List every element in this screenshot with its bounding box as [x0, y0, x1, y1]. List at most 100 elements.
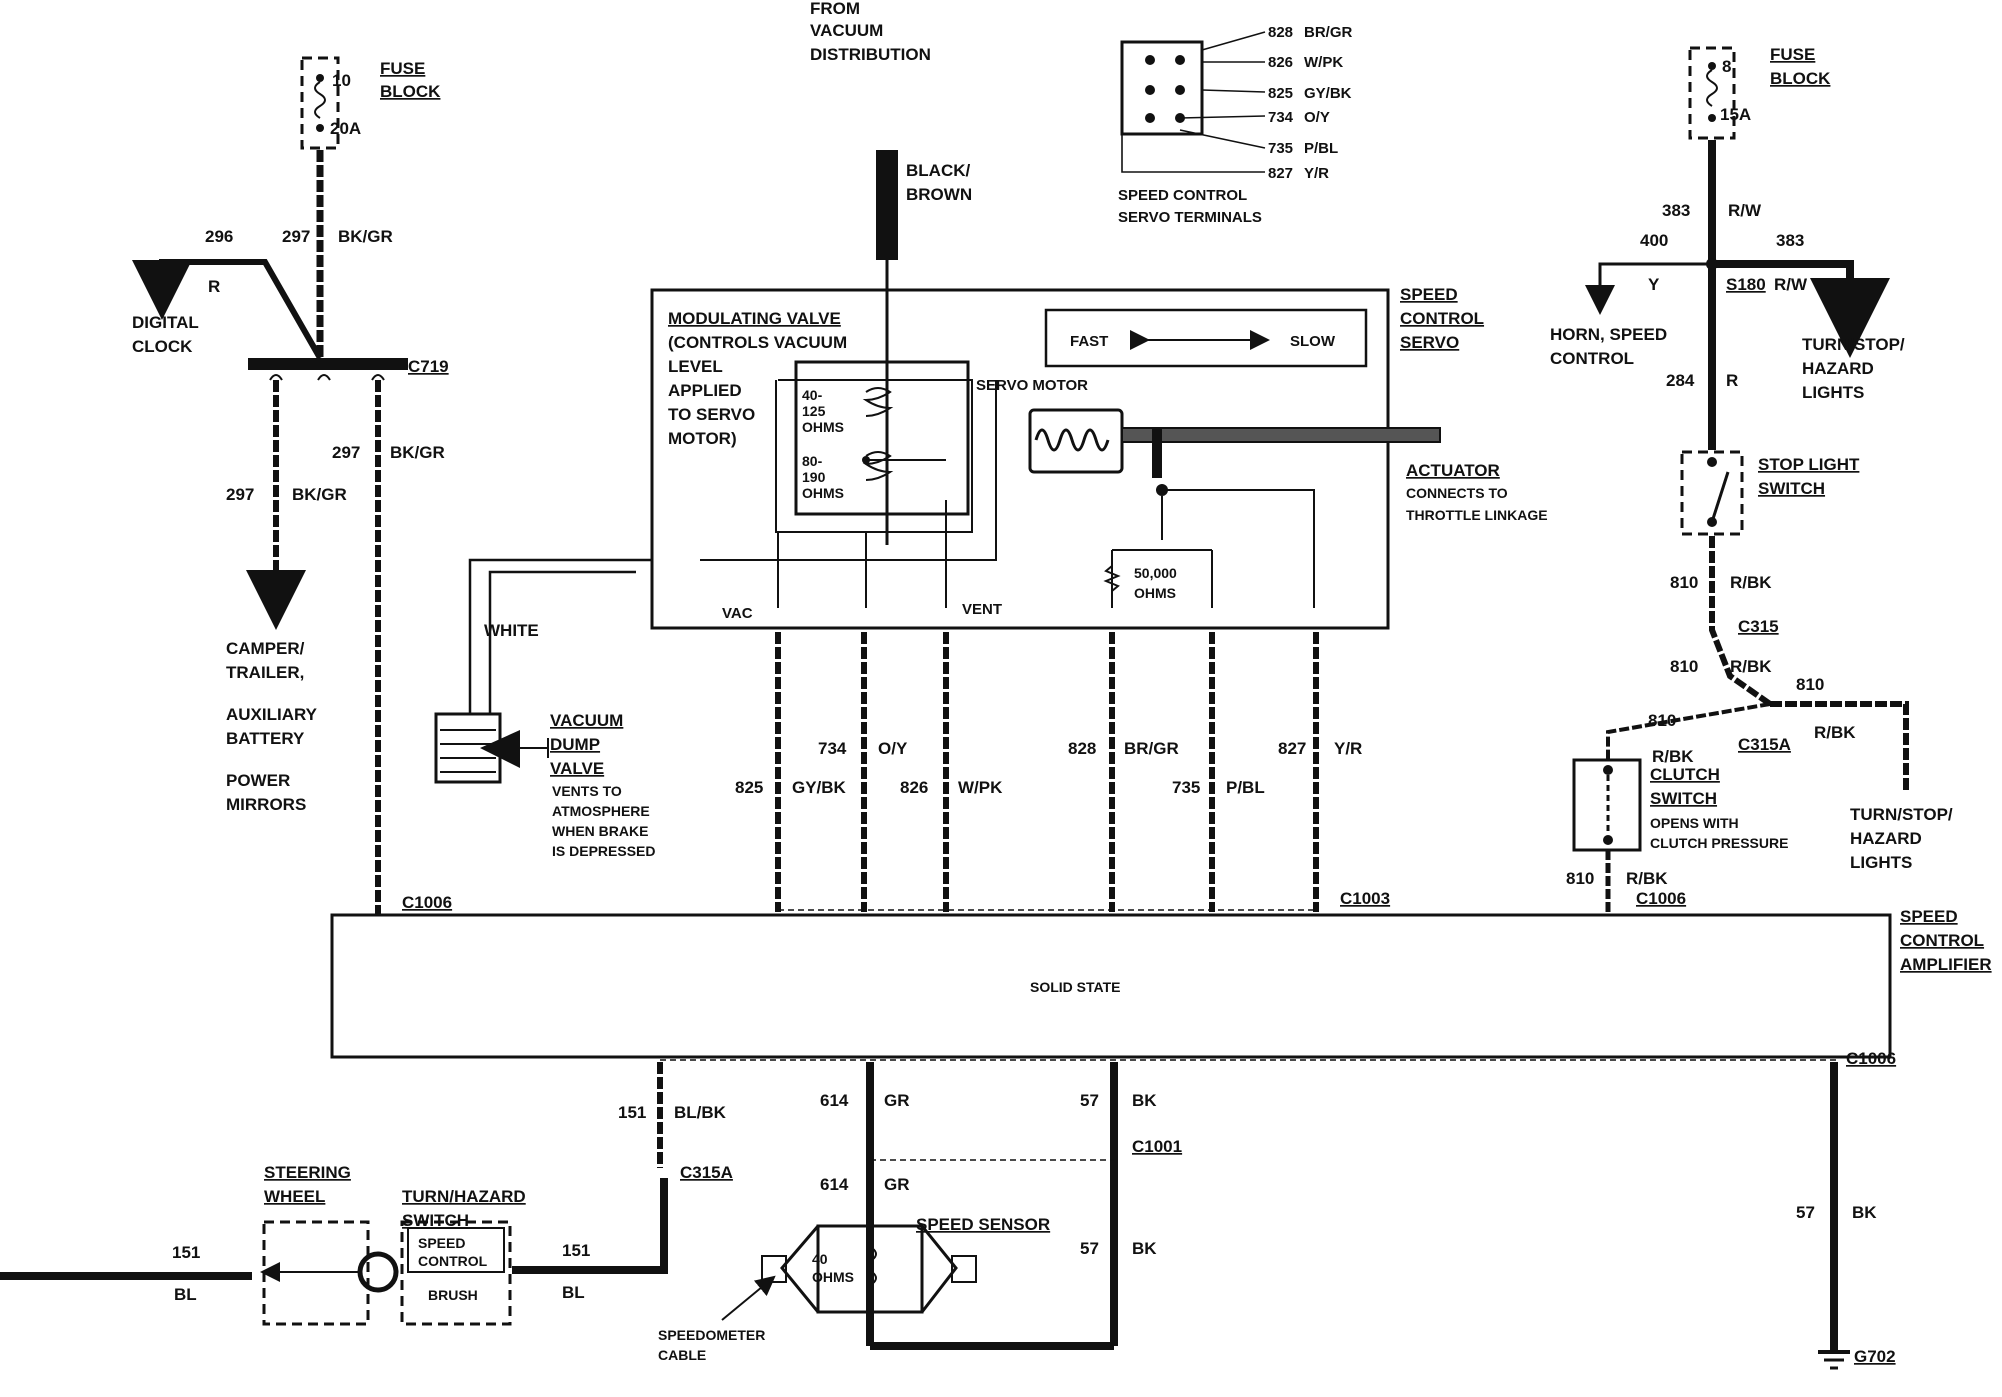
vac-label: VAC [722, 605, 753, 622]
from-vacuum-1: FROM [810, 0, 860, 18]
w383a-color: R/W [1728, 201, 1762, 220]
vents-2: ATMOSPHERE [552, 803, 650, 819]
right-fuse-label-2: BLOCK [1770, 69, 1831, 88]
wire-400 [1585, 262, 1712, 315]
wire-151-bl [512, 1178, 668, 1274]
feed-3: AUXILIARY [226, 705, 318, 724]
black-brown-1: BLACK/ [906, 161, 970, 180]
w828-num: 828 [1068, 739, 1096, 758]
w810c-num: 810 [1796, 675, 1824, 694]
sensor-ohms-1: 40 [812, 1251, 828, 1267]
feed-1: CAMPER/ [226, 639, 305, 658]
turn2-1: TURN/STOP/ [1850, 805, 1953, 824]
clutch-2: SWITCH [1650, 789, 1717, 808]
c1001-label: C1001 [1132, 1137, 1182, 1156]
pot-resistor [1103, 565, 1121, 592]
w151b-num: 151 [172, 1243, 200, 1262]
turn1-1: TURN/STOP/ [1802, 335, 1905, 354]
amplifier-title-3: AMPLIFIER [1900, 955, 1992, 974]
vent-label: VENT [962, 601, 1002, 618]
vacuum-dump-valve [434, 712, 549, 784]
mod-valve-2: (CONTROLS VACUUM [668, 333, 847, 352]
dump-valve-3: VALVE [550, 759, 604, 778]
dump-valve-1: VACUUM [550, 711, 623, 730]
white-label: WHITE [484, 621, 539, 640]
w810a-color: R/BK [1730, 573, 1772, 592]
pot-2: OHMS [1134, 585, 1176, 601]
digital-clock-1: DIGITAL [132, 313, 199, 332]
w827-color: Y/R [1334, 739, 1362, 758]
c1003-label: C1003 [1340, 889, 1390, 908]
wire-297b-num: 297 [332, 443, 360, 462]
turn-hazard-1: TURN/HAZARD [402, 1187, 526, 1206]
left-fuse-number: 10 [332, 71, 351, 90]
servo-term-828: 828 [1268, 24, 1293, 41]
clutch-1: CLUTCH [1650, 765, 1720, 784]
from-vacuum-3: DISTRIBUTION [810, 45, 931, 64]
left-fuse [300, 56, 340, 150]
stop-switch-2: SWITCH [1758, 479, 1825, 498]
mod-valve-4: APPLIED [668, 381, 742, 400]
dump-valve-2: DUMP [550, 735, 600, 754]
wire-297a-color: BK/GR [338, 227, 393, 246]
turn-hazard-2: SWITCH [402, 1211, 469, 1230]
servo-box [650, 288, 1390, 630]
pot-1: 50,000 [1134, 565, 1177, 581]
speed-control-amplifier [330, 913, 1892, 1059]
turn1-2: HAZARD [1802, 359, 1874, 378]
vents-4: IS DEPRESSED [552, 843, 655, 859]
w383b-color: R/W [1774, 275, 1808, 294]
wire-297b-color: BK/GR [390, 443, 445, 462]
right-fuse-rating: 15A [1720, 105, 1751, 124]
w734-color: O/Y [878, 739, 908, 758]
w57c-color: BK [1852, 1203, 1877, 1222]
servo-title-1: SPEED [1400, 285, 1458, 304]
w614b-num: 614 [820, 1175, 849, 1194]
left-fuse-rating: 20A [330, 119, 361, 138]
c315a-bottom: C315A [680, 1163, 733, 1182]
servo-term-735-color: P/BL [1304, 140, 1338, 157]
slow-label: SLOW [1290, 333, 1336, 350]
modulating-valve [775, 360, 973, 533]
w400-color: Y [1648, 275, 1660, 294]
w151a-num: 151 [618, 1103, 646, 1122]
from-vacuum-2: VACUUM [810, 21, 883, 40]
servo-term-734: 734 [1268, 109, 1294, 126]
servo-terminals-inset [1120, 31, 1266, 173]
feed-6: MIRRORS [226, 795, 306, 814]
servo-motor [1028, 408, 1124, 474]
c1006-bottom: C1006 [1846, 1049, 1896, 1068]
w828-color: BR/GR [1124, 739, 1179, 758]
feed-4: BATTERY [226, 729, 305, 748]
wire-810-clutch [1606, 702, 1771, 760]
right-fuse-number: 8 [1722, 57, 1731, 76]
w826-color: W/PK [958, 778, 1003, 797]
actuator-3: THROTTLE LINKAGE [1406, 507, 1548, 523]
w151c-num: 151 [562, 1241, 590, 1260]
fast-label: FAST [1070, 333, 1108, 350]
servo-term-825: 825 [1268, 85, 1293, 102]
r1-2: 125 [802, 403, 826, 419]
clutch-note-2: CLUTCH PRESSURE [1650, 835, 1788, 851]
servo-term-827-color: Y/R [1304, 165, 1329, 182]
c1006-right: C1006 [1636, 889, 1686, 908]
wire-297c-color: BK/GR [292, 485, 347, 504]
wire-296 [132, 259, 323, 360]
w827-num: 827 [1278, 739, 1306, 758]
g702-label: G702 [1854, 1347, 1896, 1366]
w400-num: 400 [1640, 231, 1668, 250]
amplifier-title-1: SPEED [1900, 907, 1958, 926]
servo-term-827: 827 [1268, 165, 1293, 182]
steering-2: WHEEL [264, 1187, 325, 1206]
connector-c719 [248, 358, 408, 370]
r1-1: 40- [802, 387, 823, 403]
vacuum-hose-black [876, 150, 898, 260]
r2-3: OHMS [802, 485, 844, 501]
mod-valve-6: MOTOR) [668, 429, 737, 448]
servo-wires [775, 632, 1319, 912]
feed-2: TRAILER, [226, 663, 304, 682]
w284-color: R [1726, 371, 1738, 390]
white-hose [468, 558, 652, 714]
steering-1: STEERING [264, 1163, 351, 1182]
